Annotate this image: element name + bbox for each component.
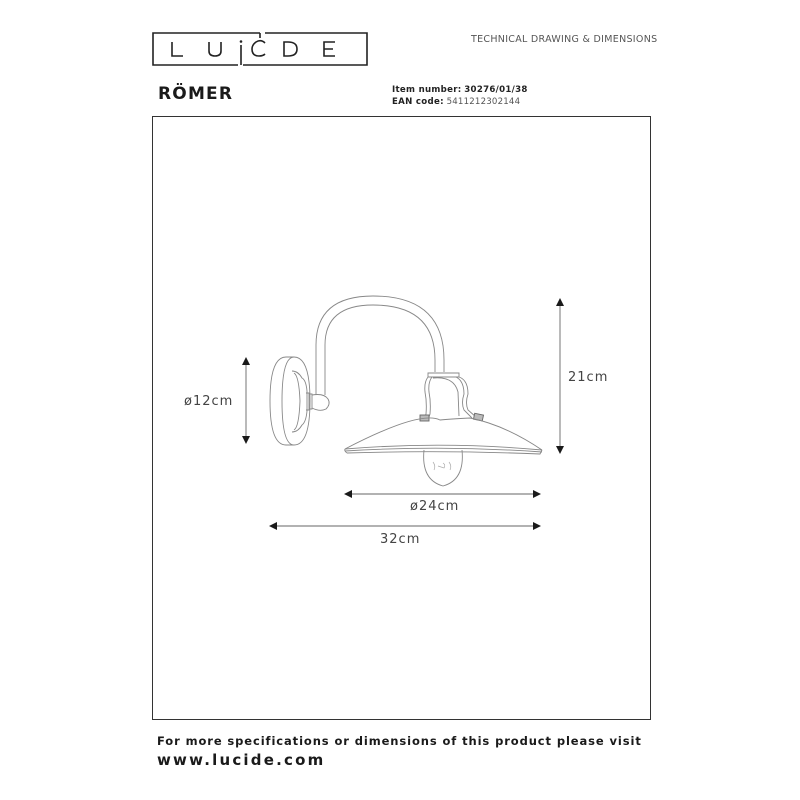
brand-logo bbox=[152, 31, 368, 67]
dimension-label-projection: 32cm bbox=[380, 532, 421, 547]
ean-value: 5411212302144 bbox=[446, 97, 521, 107]
light-bulb-icon bbox=[423, 449, 463, 487]
document-type-label: TECHNICAL DRAWING & DIMENSIONS bbox=[471, 34, 658, 45]
product-name: RÖMER bbox=[158, 84, 234, 104]
dimension-label-backplate: ø12cm bbox=[184, 394, 234, 409]
lucide-logo-icon bbox=[152, 32, 368, 66]
lamp-arm-icon bbox=[315, 295, 445, 395]
website-link[interactable]: www.lucide.com bbox=[157, 751, 326, 769]
drawing-frame bbox=[152, 116, 651, 720]
ean-label: EAN code: bbox=[392, 97, 444, 107]
product-meta: Item number: 30276/01/38 EAN code: 54112… bbox=[392, 84, 528, 108]
item-number-label: Item number: bbox=[392, 85, 462, 95]
wall-plate-icon bbox=[269, 356, 330, 446]
ean-row: EAN code: 5411212302144 bbox=[392, 96, 528, 108]
lamp-holder-icon bbox=[419, 372, 485, 422]
dimension-label-height: 21cm bbox=[568, 370, 609, 385]
lamp-shade-icon bbox=[344, 417, 543, 455]
footer-note: For more specifications or dimensions of… bbox=[157, 734, 642, 748]
item-number-value: 30276/01/38 bbox=[464, 85, 528, 95]
item-number-row: Item number: 30276/01/38 bbox=[392, 84, 528, 96]
dimension-label-shade: ø24cm bbox=[410, 499, 460, 514]
